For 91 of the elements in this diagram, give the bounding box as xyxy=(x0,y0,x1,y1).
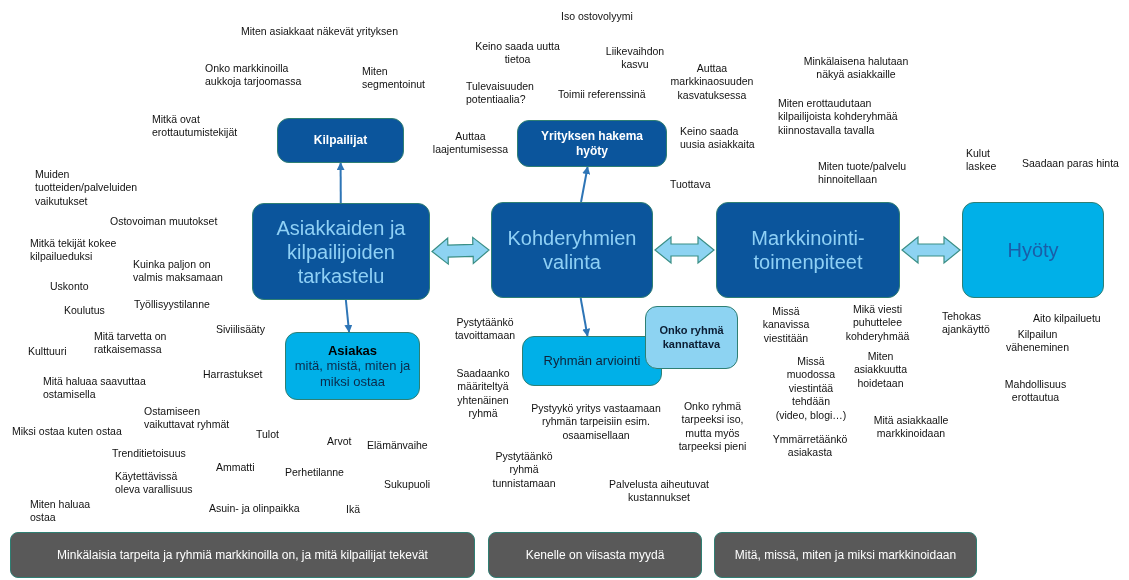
note-text: Kulttuuri xyxy=(28,345,67,359)
note-text: Työllisyystilanne xyxy=(134,298,210,312)
note-text: Pystyykö yritys vastaamaan ryhmän tarpeisiin esim. osaamisellaan xyxy=(530,402,662,443)
box-text: Kohderyhmien valinta xyxy=(506,226,638,274)
note-text: Mitä haluaa saavuttaa ostamisella xyxy=(43,375,147,402)
note-text: Mahdollisuus erottautua xyxy=(1003,378,1068,405)
note-text: Miten asiakkuutta hoidetaan xyxy=(852,350,909,391)
note-text: Iso ostovolyymi xyxy=(561,10,633,24)
box-text: Markkinointi-toimenpiteet xyxy=(750,226,866,274)
note-text: Miten segmentoinut xyxy=(362,65,427,92)
note-text: Tulot xyxy=(256,428,279,442)
note-text: Aito kilpailuetu xyxy=(1033,312,1101,326)
note-text: Mitä tarvetta on ratkaisemassa xyxy=(94,330,168,357)
note-text: Ikä xyxy=(346,503,360,517)
note-text: Liikevaihdon kasvu xyxy=(604,45,666,72)
process-box xyxy=(962,202,1104,298)
box-text: Mitä, missä, miten ja miksi markkinoidaan xyxy=(733,547,958,563)
double-arrow xyxy=(654,235,715,265)
note-text: Trenditietoisuus xyxy=(112,447,186,461)
note-text: Ostamiseen vaikuttavat ryhmät xyxy=(144,405,231,432)
note-text: Miten asiakkaat näkevät yrityksen xyxy=(241,25,398,39)
note-text: Miten tuote/palvelu hinnoitellaan xyxy=(818,160,908,187)
box-text: Kilpailijat xyxy=(312,133,369,148)
note-text: Missä kanavissa viestitään xyxy=(761,305,811,346)
question-box xyxy=(645,306,738,369)
note-text: Pystytäänkö tavoittamaan xyxy=(453,316,517,343)
note-text: Mikä viesti puhuttelee kohderyhmää xyxy=(844,303,911,344)
note-text: Pystytäänkö ryhmä tunnistamaan xyxy=(491,450,557,491)
box-text: Minkälaisia tarpeita ja ryhmiä markkinoilla on, ja mitä kilpailijat tekevät xyxy=(56,547,429,563)
note-text: Auttaa laajentumisessa xyxy=(431,130,510,157)
note-text: Kilpailun väheneminen xyxy=(1004,328,1070,355)
note-text: Saadaanko määriteltyä yhtenäinen ryhmä xyxy=(455,367,511,421)
topic-box xyxy=(285,332,420,400)
note-text: Auttaa markkinaosuuden kasvatuksessa xyxy=(669,62,755,103)
note-text: Mitkä tekijät kokee kilpailueduksi xyxy=(30,237,118,264)
note-text: Ammatti xyxy=(216,461,255,475)
topic-box xyxy=(517,120,667,167)
note-text: Harrastukset xyxy=(203,368,263,382)
note-text: Ostovoiman muutokset xyxy=(110,215,218,229)
arrow xyxy=(580,166,591,203)
note-text: Saadaan paras hinta xyxy=(1022,157,1119,171)
note-text: Arvot xyxy=(327,435,352,449)
note-text: Miten haluaa ostaa xyxy=(30,498,92,525)
note-text: Mitä asiakkaalle markkinoidaan xyxy=(872,414,950,441)
note-text: Siviilisääty xyxy=(216,323,265,337)
note-text: Miten erottaudutaan kilpailijoista kohderyhmää kiinnostavalla tavalla xyxy=(778,97,899,138)
note-text: Muiden tuotteiden/palveluiden vaikutukset xyxy=(35,168,139,209)
arrow xyxy=(344,299,353,333)
box-text: Ryhmän arviointi xyxy=(542,353,642,369)
note-text: Onko markkinoilla aukkoja tarjoomassa xyxy=(205,62,303,89)
box-text: Asiakkaiden ja kilpailijoiden tarkastelu xyxy=(275,215,407,288)
note-text: Keino saada uutta tietoa xyxy=(474,40,561,67)
note-text: Miksi ostaa kuten ostaa xyxy=(12,425,122,439)
process-box xyxy=(491,202,653,298)
note-text: Sukupuoli xyxy=(384,478,431,492)
note-text: Missä muodossa viestintää tehdään (video, blogi…) xyxy=(775,355,847,423)
box-text: Yrityksen hakema hyöty xyxy=(539,129,645,158)
process-box xyxy=(252,203,430,300)
note-text: Minkälaisena halutaan näkyä asiakkaille xyxy=(802,55,910,82)
summary-bar xyxy=(488,532,702,578)
double-arrow xyxy=(431,236,490,266)
note-text: Mitkä ovat erottautumistekijät xyxy=(152,113,239,140)
note-text: Koulutus xyxy=(64,304,105,318)
box-heading: Asiakas xyxy=(326,342,379,359)
box-text: Kenelle on viisasta myydä xyxy=(524,547,666,563)
note-text: Perhetilanne xyxy=(285,466,344,480)
arrow xyxy=(336,162,345,204)
note-text: Käytettävissä oleva varallisuus xyxy=(115,470,194,497)
topic-box xyxy=(277,118,404,163)
box-text: Onko ryhmä kannattava xyxy=(658,324,725,351)
box-text: mitä, mistä, miten ja miksi ostaa xyxy=(293,358,412,390)
note-text: Keino saada uusia asiakkaita xyxy=(680,125,756,152)
arrow xyxy=(579,297,591,337)
note-text: Tulevaisuuden potentiaalia? xyxy=(466,80,535,107)
note-text: Elämänvaihe xyxy=(367,439,428,453)
double-arrow xyxy=(901,235,961,265)
process-box xyxy=(716,202,900,298)
summary-bar xyxy=(10,532,475,578)
summary-bar xyxy=(714,532,977,578)
topic-box xyxy=(522,336,662,386)
note-text: Palvelusta aiheutuvat kustannukset xyxy=(608,478,710,505)
box-text: Hyöty xyxy=(1006,238,1060,262)
note-text: Tehokas ajankäyttö xyxy=(942,310,991,337)
note-text: Kulut laskee xyxy=(966,147,998,174)
note-text: Uskonto xyxy=(50,280,89,294)
note-text: Toimii referenssinä xyxy=(558,88,646,102)
note-text: Tuottava xyxy=(670,178,711,192)
note-text: Asuin- ja olinpaikka xyxy=(209,502,300,516)
note-text: Ymmärretäänkö asiakasta xyxy=(771,433,849,460)
note-text: Kuinka paljon on valmis maksamaan xyxy=(133,258,224,285)
note-text: Onko ryhmä tarpeeksi iso, mutta myös tarpeeksi pieni xyxy=(677,400,748,454)
